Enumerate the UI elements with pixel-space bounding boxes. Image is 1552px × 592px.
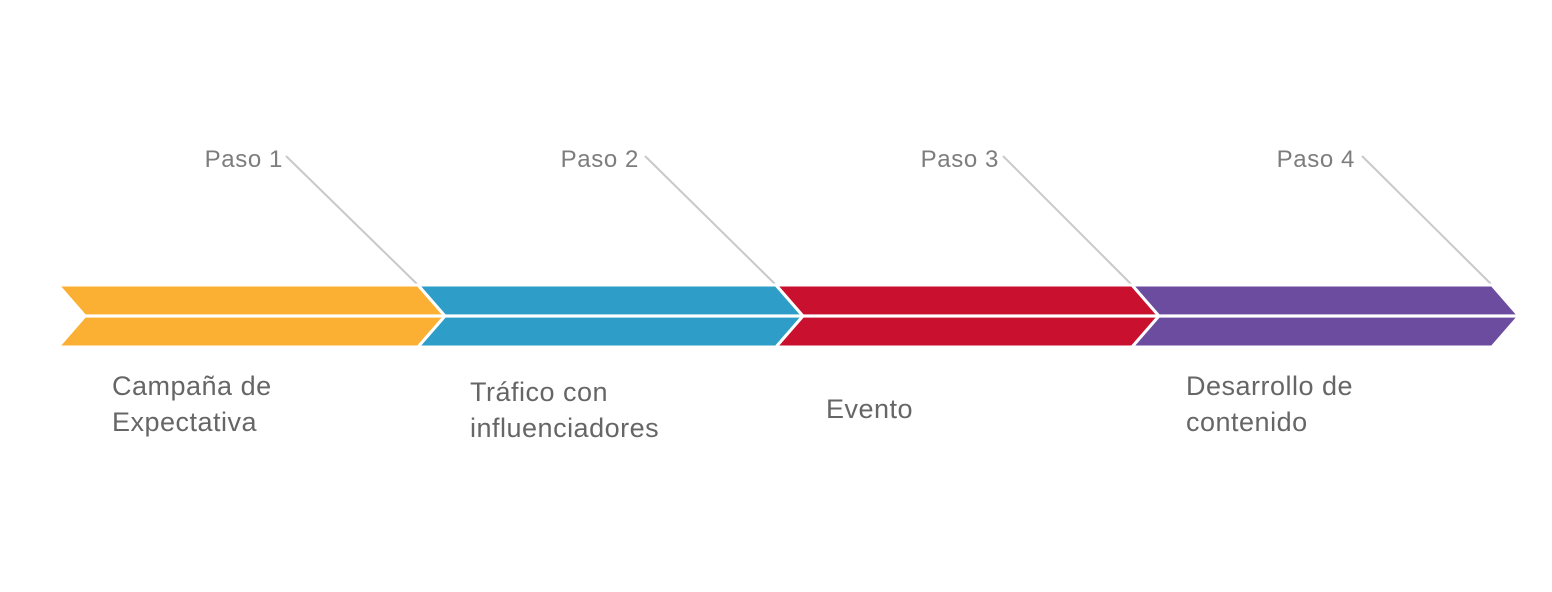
step-label-paso-1: Paso 1 bbox=[204, 146, 283, 173]
step-label-paso-3: Paso 3 bbox=[920, 146, 999, 173]
step-label-paso-4: Paso 4 bbox=[1276, 146, 1355, 173]
step-title-evento: Evento bbox=[826, 394, 914, 424]
step-title-desarrollo-de-contenido: Desarrollo de contenido bbox=[1186, 371, 1354, 437]
step-title-trafico-con-influenciadores: Tráfico con influenciadores bbox=[470, 377, 660, 443]
connector-line-2 bbox=[644, 155, 776, 285]
band-divider-line bbox=[56, 314, 1519, 318]
connector-line-3 bbox=[1002, 155, 1132, 285]
connector-line-4 bbox=[1361, 155, 1492, 285]
step-label-paso-2: Paso 2 bbox=[560, 146, 639, 173]
connector-line-1 bbox=[285, 155, 418, 285]
step-title-campana-de-expectativa: Campaña de Expectativa bbox=[112, 371, 272, 437]
